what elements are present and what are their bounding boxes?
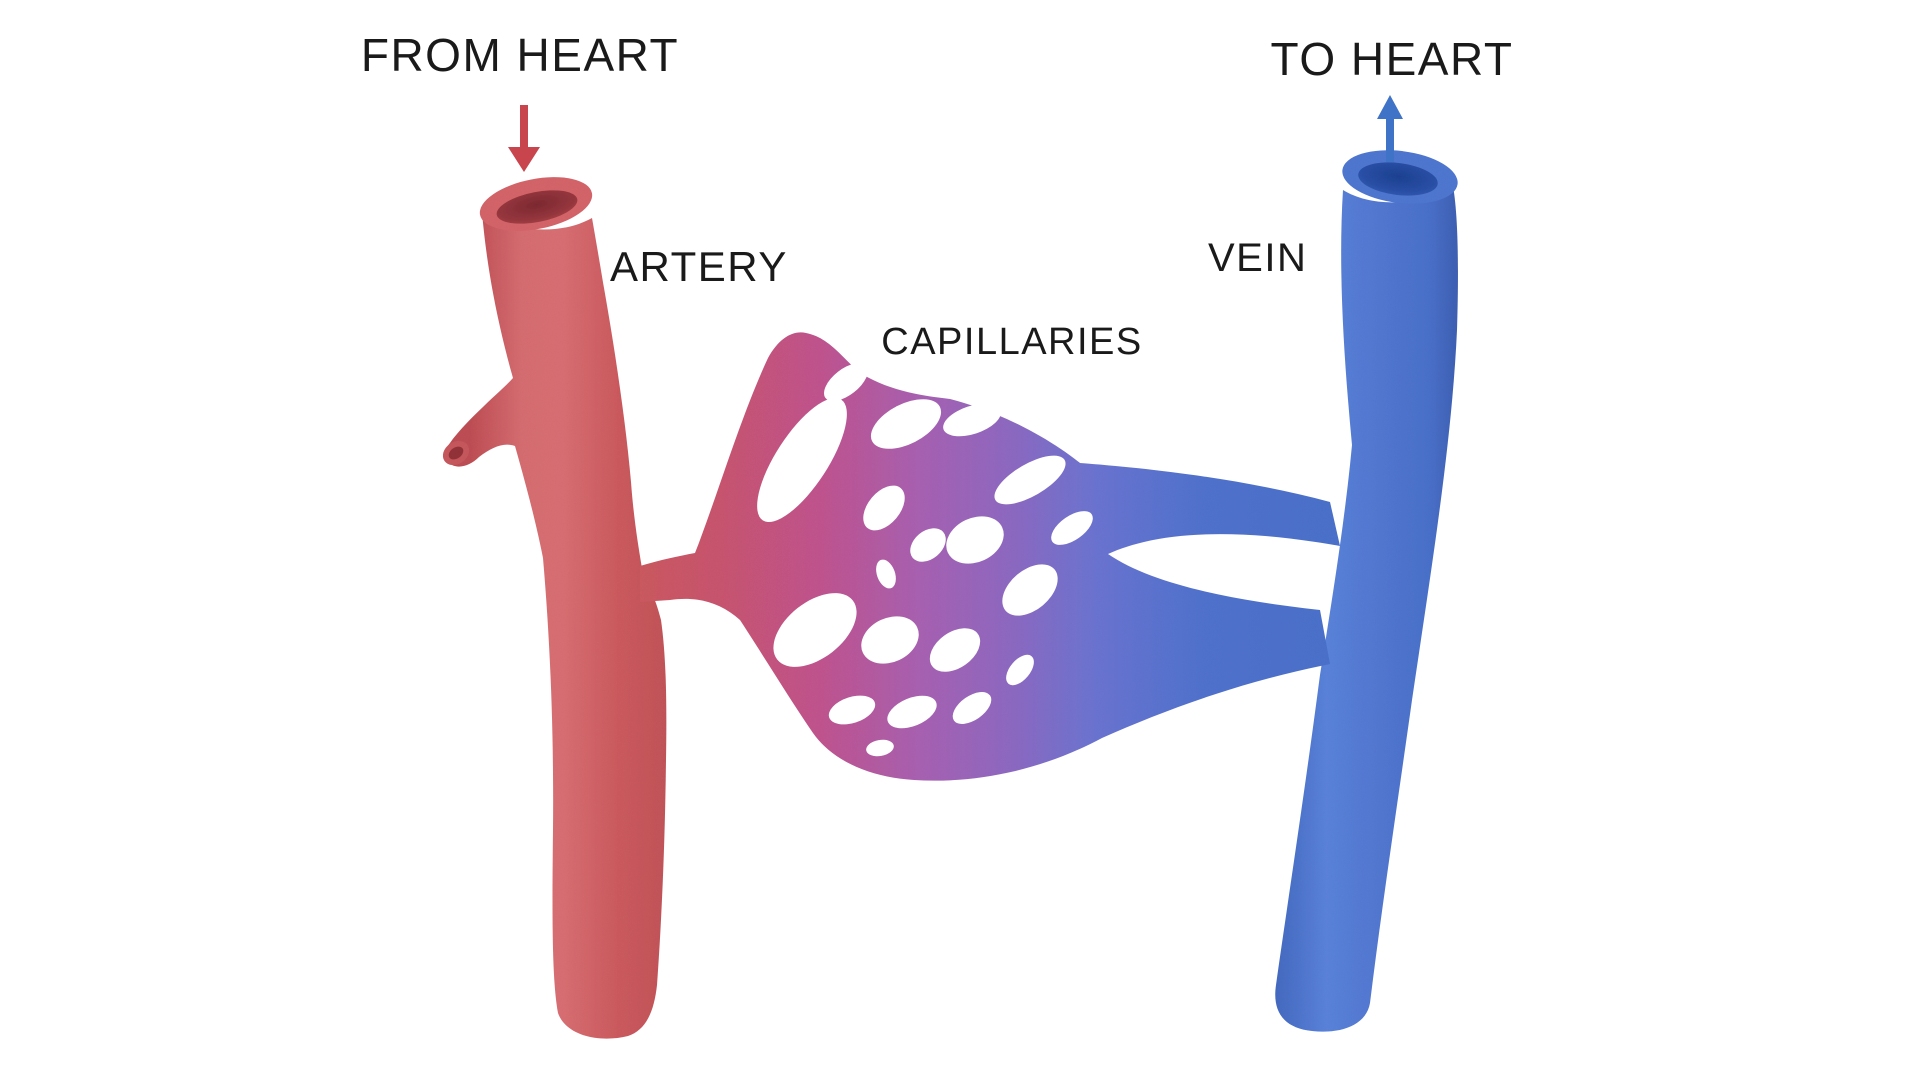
from-heart-label: FROM HEART <box>361 29 679 81</box>
artery-branch-opening-lumen <box>448 446 464 460</box>
capillary-network <box>640 332 1340 781</box>
artery-label: ARTERY <box>610 243 788 290</box>
capillaries-label: CAPILLARIES <box>881 321 1143 363</box>
artery-body <box>445 212 667 1039</box>
artery-vessel <box>442 177 667 1039</box>
flow-arrow-down-icon <box>508 105 540 172</box>
vein-label: VEIN <box>1208 236 1307 280</box>
flow-arrow-up-icon <box>1377 95 1403 162</box>
vein-vessel <box>1275 150 1458 1032</box>
to-heart-label: TO HEART <box>1271 33 1514 85</box>
vessel-group <box>442 150 1458 1039</box>
vein-opening-lumen <box>1358 162 1438 196</box>
artery-opening-lumen <box>496 190 578 224</box>
vein-body <box>1275 186 1458 1032</box>
